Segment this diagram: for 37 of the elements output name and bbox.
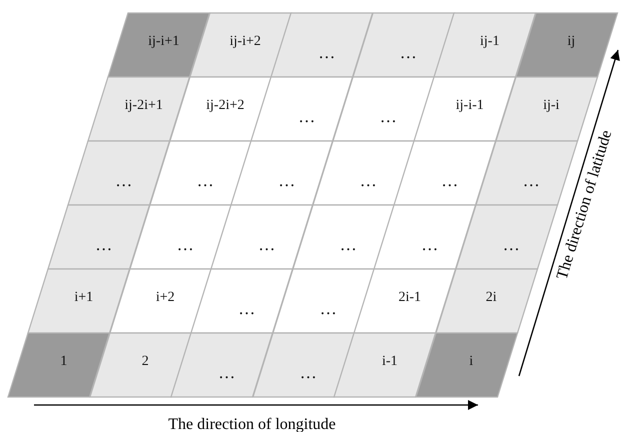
cell-index: … bbox=[237, 299, 256, 319]
cell-index: … bbox=[317, 43, 336, 63]
cell-index: 2i bbox=[484, 290, 497, 306]
cell-index: … bbox=[114, 171, 132, 191]
cell-index: 1 bbox=[59, 354, 68, 370]
cell-index: ij-i+2 bbox=[228, 34, 261, 50]
cell-index: 2 bbox=[140, 354, 149, 370]
cell-index: ij-2i+1 bbox=[124, 98, 163, 114]
axis-label: The direction of latitude bbox=[554, 128, 616, 282]
cell-index: … bbox=[94, 235, 112, 255]
cell-index: … bbox=[257, 235, 276, 255]
cell-index: … bbox=[522, 171, 540, 191]
cell-index: … bbox=[176, 235, 194, 255]
cell-index: … bbox=[297, 107, 316, 127]
cell-index: … bbox=[298, 363, 317, 383]
cell-index: … bbox=[277, 171, 296, 191]
cell-index: … bbox=[338, 235, 357, 255]
cell-index: … bbox=[318, 299, 337, 319]
cell-index: ij-i-1 bbox=[454, 98, 484, 114]
cell-index: i bbox=[468, 354, 474, 370]
cell-index: i-1 bbox=[380, 354, 398, 370]
cell-index: ij-i bbox=[542, 98, 560, 114]
cell-index: … bbox=[420, 235, 438, 255]
cell-index: ij-2i+2 bbox=[205, 98, 244, 114]
cell-index: ij-i+1 bbox=[147, 34, 180, 50]
cell-index: … bbox=[217, 363, 236, 383]
cell-index: … bbox=[440, 171, 458, 191]
cell-index: … bbox=[398, 43, 417, 63]
cell-index: ij bbox=[566, 34, 576, 50]
cell-index: ij-1 bbox=[479, 34, 500, 50]
cell-index: … bbox=[358, 171, 377, 191]
cell-index: 2i-1 bbox=[397, 290, 422, 306]
cell-index: … bbox=[196, 171, 214, 191]
cell-index: … bbox=[502, 235, 520, 255]
cell-index: … bbox=[378, 107, 397, 127]
cell-index: i+1 bbox=[73, 290, 94, 306]
cell-index: i+2 bbox=[154, 290, 175, 306]
